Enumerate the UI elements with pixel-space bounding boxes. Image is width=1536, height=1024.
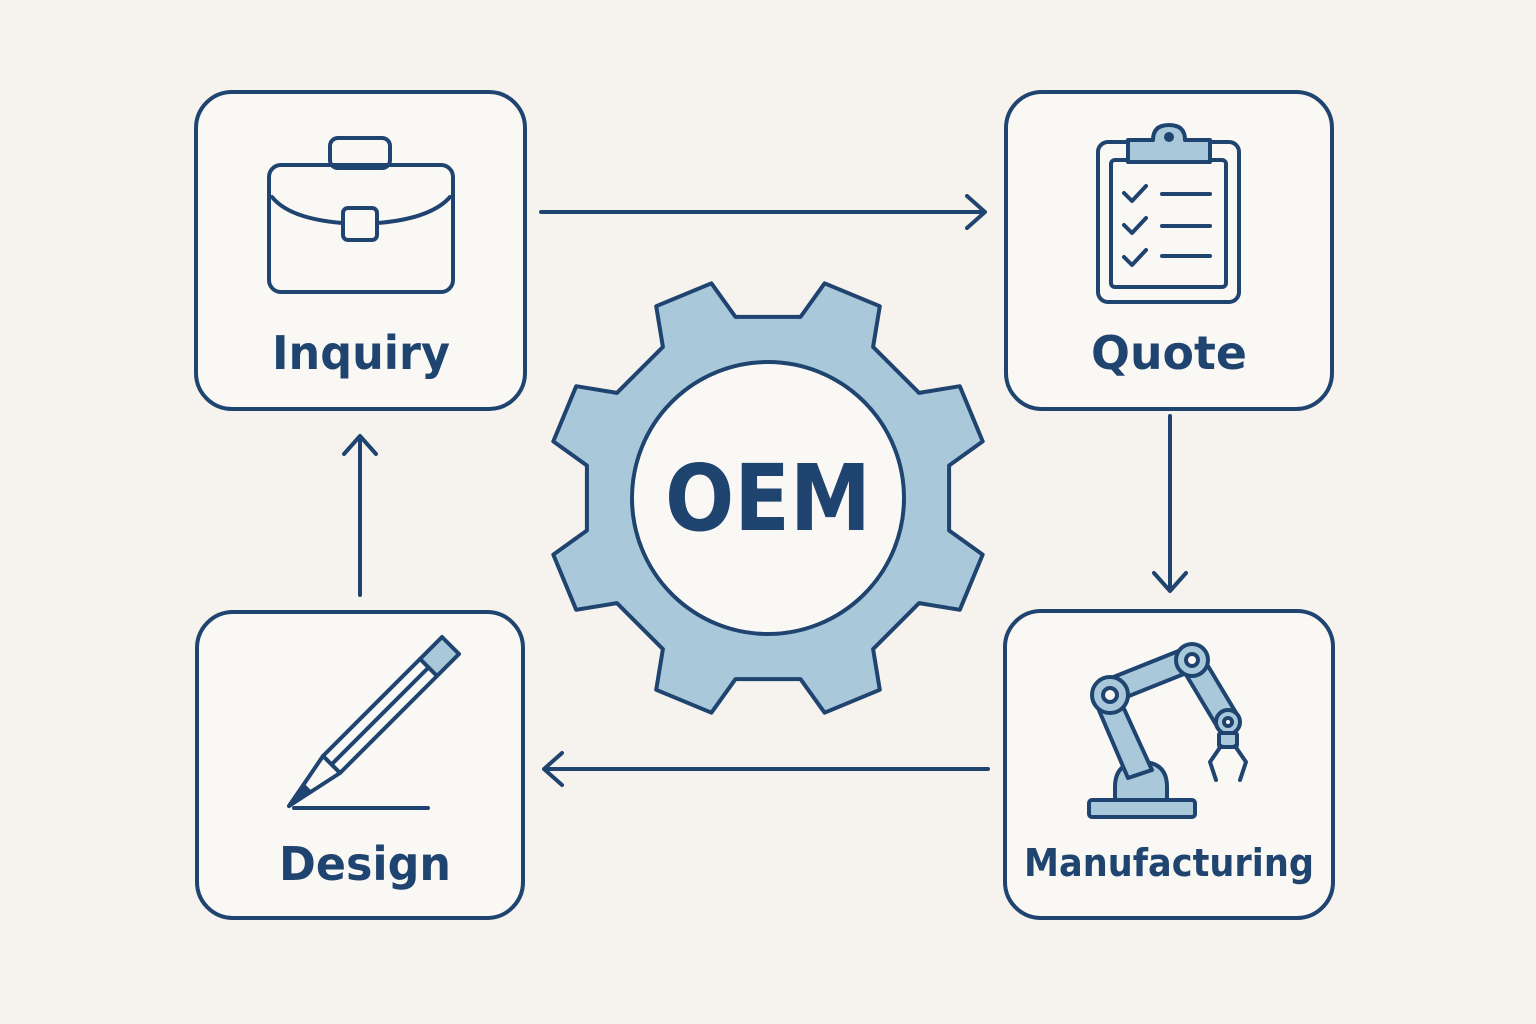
robotic-arm-icon	[1087, 642, 1248, 819]
center-label: OEM	[665, 445, 871, 552]
clipboard-checklist-icon	[1096, 123, 1241, 304]
arrow-manufacturing-to-design	[542, 751, 990, 787]
step-card-design: Design	[195, 610, 525, 920]
arrow-design-to-inquiry	[342, 434, 378, 597]
step-card-quote: Quote	[1004, 90, 1334, 411]
step-label-design: Design	[279, 837, 451, 891]
step-card-inquiry: Inquiry	[194, 90, 527, 411]
arrow-quote-to-manufacturing	[1152, 414, 1188, 593]
step-label-manufacturing: Manufacturing	[1024, 841, 1314, 885]
oem-gear: OEM	[551, 281, 985, 715]
step-card-manufacturing: Manufacturing	[1003, 609, 1335, 920]
arrow-inquiry-to-quote	[539, 194, 987, 230]
gear-inner-circle	[630, 360, 906, 636]
step-label-inquiry: Inquiry	[272, 326, 450, 380]
flow-arrows	[342, 194, 1188, 787]
pencil-icon	[287, 635, 461, 810]
step-label-quote: Quote	[1091, 326, 1247, 380]
briefcase-icon	[267, 136, 455, 294]
